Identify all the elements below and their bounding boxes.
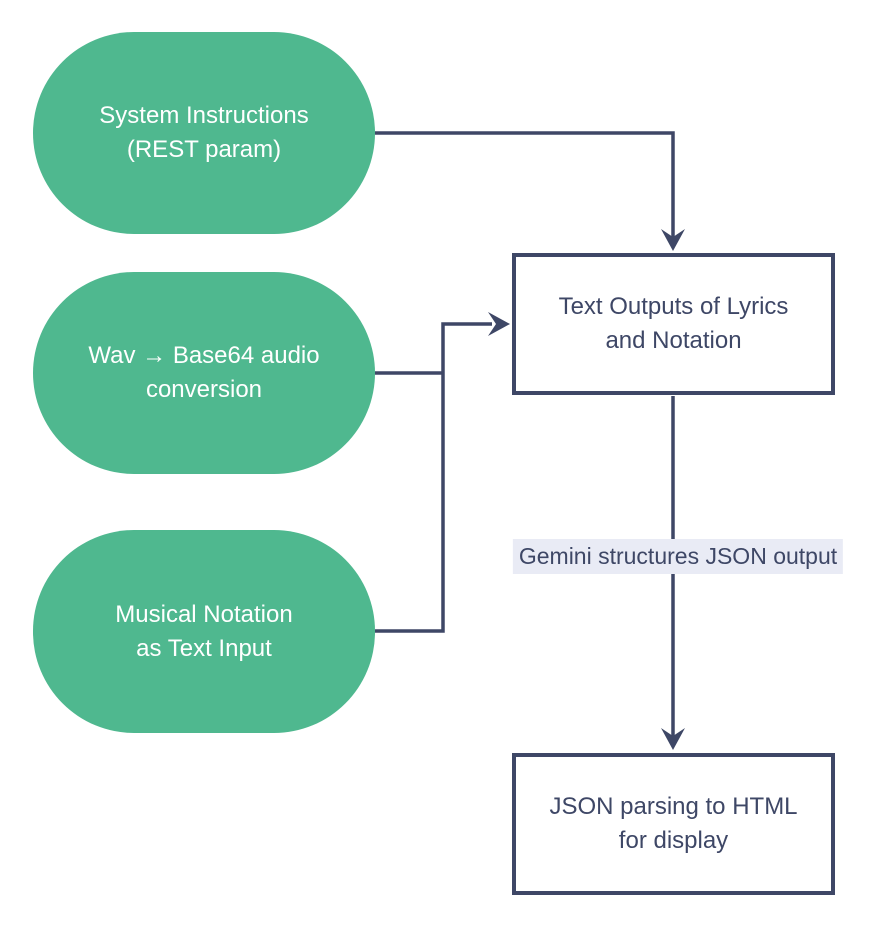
- node-label: Wav → Base64 audio conversion: [88, 339, 319, 407]
- box-label-line: and Notation: [605, 327, 742, 354]
- edge-musical-notation-to-text-outputs: [375, 322, 492, 633]
- box-label-line: for display: [618, 827, 729, 854]
- node-wav-base64: Wav → Base64 audio conversion: [33, 272, 375, 474]
- box-label: JSON parsing to HTML for display: [549, 790, 797, 858]
- node-label: Musical Notation as Text Input: [115, 598, 292, 666]
- box-label-line: Text Outputs of Lyrics: [558, 293, 789, 320]
- node-label-line: Wav → Base64 audio: [88, 342, 320, 369]
- box-label-line: JSON parsing to HTML: [549, 793, 798, 820]
- node-label-line: conversion: [145, 376, 263, 403]
- node-musical-notation: Musical Notation as Text Input: [33, 530, 375, 733]
- node-label-line: System Instructions: [99, 102, 309, 129]
- arrowhead-down-text-outputs: [661, 229, 685, 251]
- node-label: System Instructions (REST param): [99, 99, 308, 167]
- arrowhead-right-text-outputs: [488, 312, 510, 336]
- box-json-parsing: JSON parsing to HTML for display: [512, 753, 835, 895]
- node-label-line: as Text Input: [136, 634, 272, 662]
- node-label-line: Musical Notation: [115, 600, 293, 628]
- edge-label-gemini-json: Gemini structures JSON output: [512, 539, 844, 574]
- box-text-outputs: Text Outputs of Lyrics and Notation: [512, 253, 835, 395]
- node-system-instructions: System Instructions (REST param): [33, 32, 375, 234]
- box-label: Text Outputs of Lyrics and Notation: [559, 290, 789, 358]
- arrowhead-down-json-parsing: [661, 728, 685, 750]
- edge-system-instructions-to-text-outputs: [375, 131, 675, 239]
- node-label-line: (REST param): [126, 136, 282, 163]
